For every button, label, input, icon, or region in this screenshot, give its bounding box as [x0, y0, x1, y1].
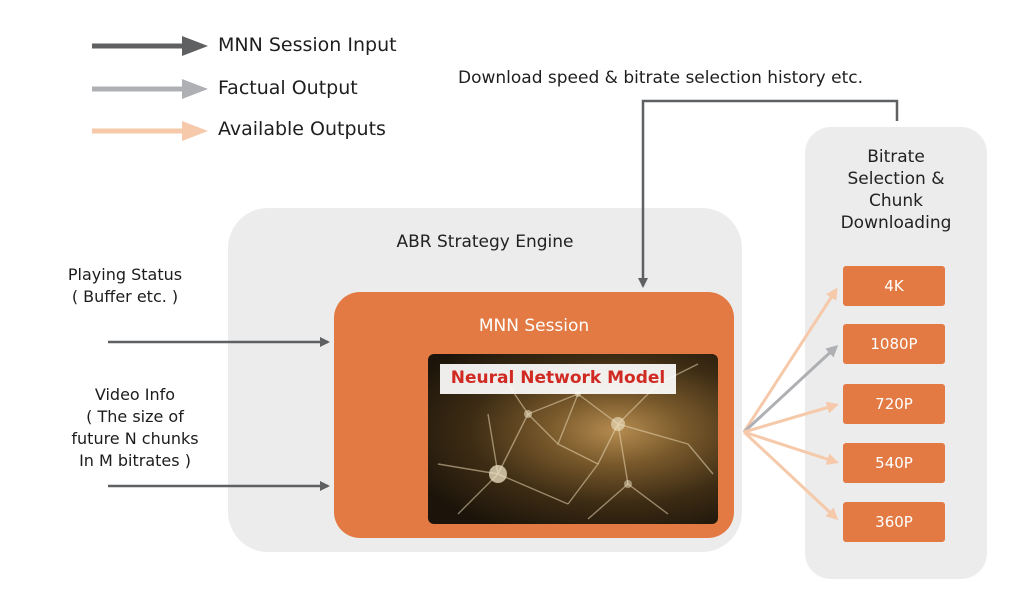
- output-arrow-540p: [743, 430, 839, 465]
- video-info-line: In M bitrates ): [79, 451, 191, 470]
- bitrate-1080p: 1080P: [843, 324, 945, 364]
- bitrate-panel-title-line: Selection &: [847, 169, 945, 189]
- bitrate-panel-title-line: Downloading: [840, 213, 952, 233]
- legend-label-mnn-input: MNN Session Input: [218, 34, 397, 56]
- video-info-line: Video Info: [94, 385, 176, 404]
- legend-label-factual-output: Factual Output: [218, 77, 358, 99]
- bitrate-540p: 540P: [843, 443, 945, 483]
- bitrate-panel-title-line: Chunk: [868, 191, 924, 211]
- video-info-line: ( The size of: [86, 407, 184, 426]
- legend-arrow-factual-output: [92, 79, 208, 99]
- legend-arrow-available-outputs: [92, 121, 208, 141]
- neural-network-model-label: Neural Network Model: [450, 368, 666, 388]
- mnn-session-title: MNN Session: [478, 316, 590, 336]
- download-history-label: Download speed & bitrate selection histo…: [458, 68, 864, 88]
- bitrate-720p: 720P: [843, 384, 945, 424]
- output-arrow-720p: [743, 401, 839, 434]
- engine-title: ABR Strategy Engine: [396, 232, 574, 252]
- video-info-line: future N chunks: [71, 429, 199, 448]
- playing-status-line: Playing Status: [67, 265, 183, 284]
- download-history-arrow: [638, 99, 899, 288]
- output-arrow-4k: [742, 287, 838, 433]
- bitrate-360p: 360P: [843, 502, 945, 542]
- playing-status-label: Playing Status ( Buffer etc. ): [40, 264, 210, 308]
- bitrate-panel-title-line: Bitrate: [867, 147, 925, 167]
- bitrate-panel-title: Bitrate Selection & Chunk Downloading: [805, 146, 987, 234]
- output-arrow-360p: [742, 430, 839, 521]
- output-arrow-1080p: [742, 344, 839, 434]
- video-info-label: Video Info ( The size of future N chunks…: [40, 384, 230, 472]
- legend-label-available-outputs: Available Outputs: [218, 118, 386, 140]
- legend-arrow-mnn-input: [92, 36, 208, 56]
- bitrate-4k: 4K: [843, 266, 945, 306]
- playing-status-line: ( Buffer etc. ): [71, 287, 179, 306]
- model-label-background: [440, 364, 676, 394]
